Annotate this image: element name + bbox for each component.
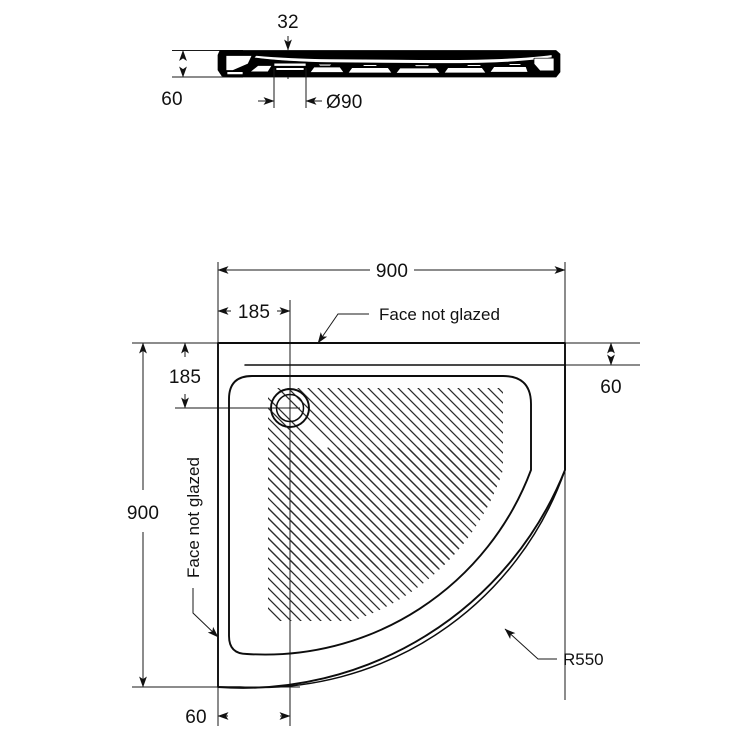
section-waste-depth-label: 32 <box>277 12 299 33</box>
section-waste-diameter-label: Ø90 <box>326 92 363 113</box>
plan-rim-bottom-dimension: 60 <box>185 707 291 728</box>
plan-waste-y-dimension: 185 <box>169 342 201 409</box>
section-waste-recess <box>273 62 307 67</box>
waste-outer-circle <box>270 388 310 428</box>
plan-rim-right-dimension: 60 <box>600 342 622 398</box>
plan-waste-y-label: 185 <box>169 367 201 388</box>
plan-waste-x-label: 185 <box>238 302 270 323</box>
note-radius-r550: R550 <box>504 628 604 669</box>
section-notch-2 <box>361 64 379 67</box>
note-left-label: Face not glazed <box>184 457 203 578</box>
waste-inner-circle <box>275 393 305 423</box>
section-rib-void-1 <box>249 65 273 73</box>
section-top-face <box>253 54 553 64</box>
section-notch-3 <box>413 64 431 67</box>
section-void-left-foot <box>226 71 244 75</box>
note-face-not-glazed-top: Face not glazed <box>317 305 500 344</box>
section-profile <box>217 50 561 78</box>
section-notch-1 <box>317 63 333 67</box>
section-waste-recess-lower <box>275 67 305 71</box>
note-radius-label: R550 <box>563 650 604 669</box>
section-void-right <box>533 57 555 72</box>
section-waste-diameter-dimension: Ø90 <box>258 68 363 113</box>
section-height-label: 60 <box>161 89 183 110</box>
section-void-left <box>225 55 253 71</box>
plan-width-dimension: 900 <box>217 261 566 282</box>
note-face-not-glazed-left: Face not glazed <box>184 457 219 638</box>
plan-view: 900 185 185 900 <box>127 261 640 728</box>
section-rib-void-5 <box>443 67 487 74</box>
plan-waste-x-dimension: 185 <box>217 302 291 323</box>
section-view: 60 32 <box>161 12 561 113</box>
tray-rim-inner-outline <box>217 364 566 689</box>
plan-rim-right-label: 60 <box>600 377 622 398</box>
plan-width-label: 900 <box>376 261 408 282</box>
section-notch-5 <box>507 63 523 66</box>
section-rib-void-4 <box>395 67 441 74</box>
plan-rim-bottom-label: 60 <box>185 707 207 728</box>
plan-depth-label: 900 <box>127 503 159 524</box>
waste-outlet <box>270 388 310 428</box>
section-rib-void-2 <box>309 66 345 73</box>
tray-bowl-outline <box>228 375 532 656</box>
note-top-label: Face not glazed <box>379 305 500 324</box>
anti-slip-tread-pattern <box>268 388 503 621</box>
section-rib-void-6 <box>489 66 529 73</box>
section-rib-void-3 <box>347 67 393 74</box>
section-notch-4 <box>465 64 483 67</box>
plan-depth-dimension: 900 <box>127 342 159 688</box>
